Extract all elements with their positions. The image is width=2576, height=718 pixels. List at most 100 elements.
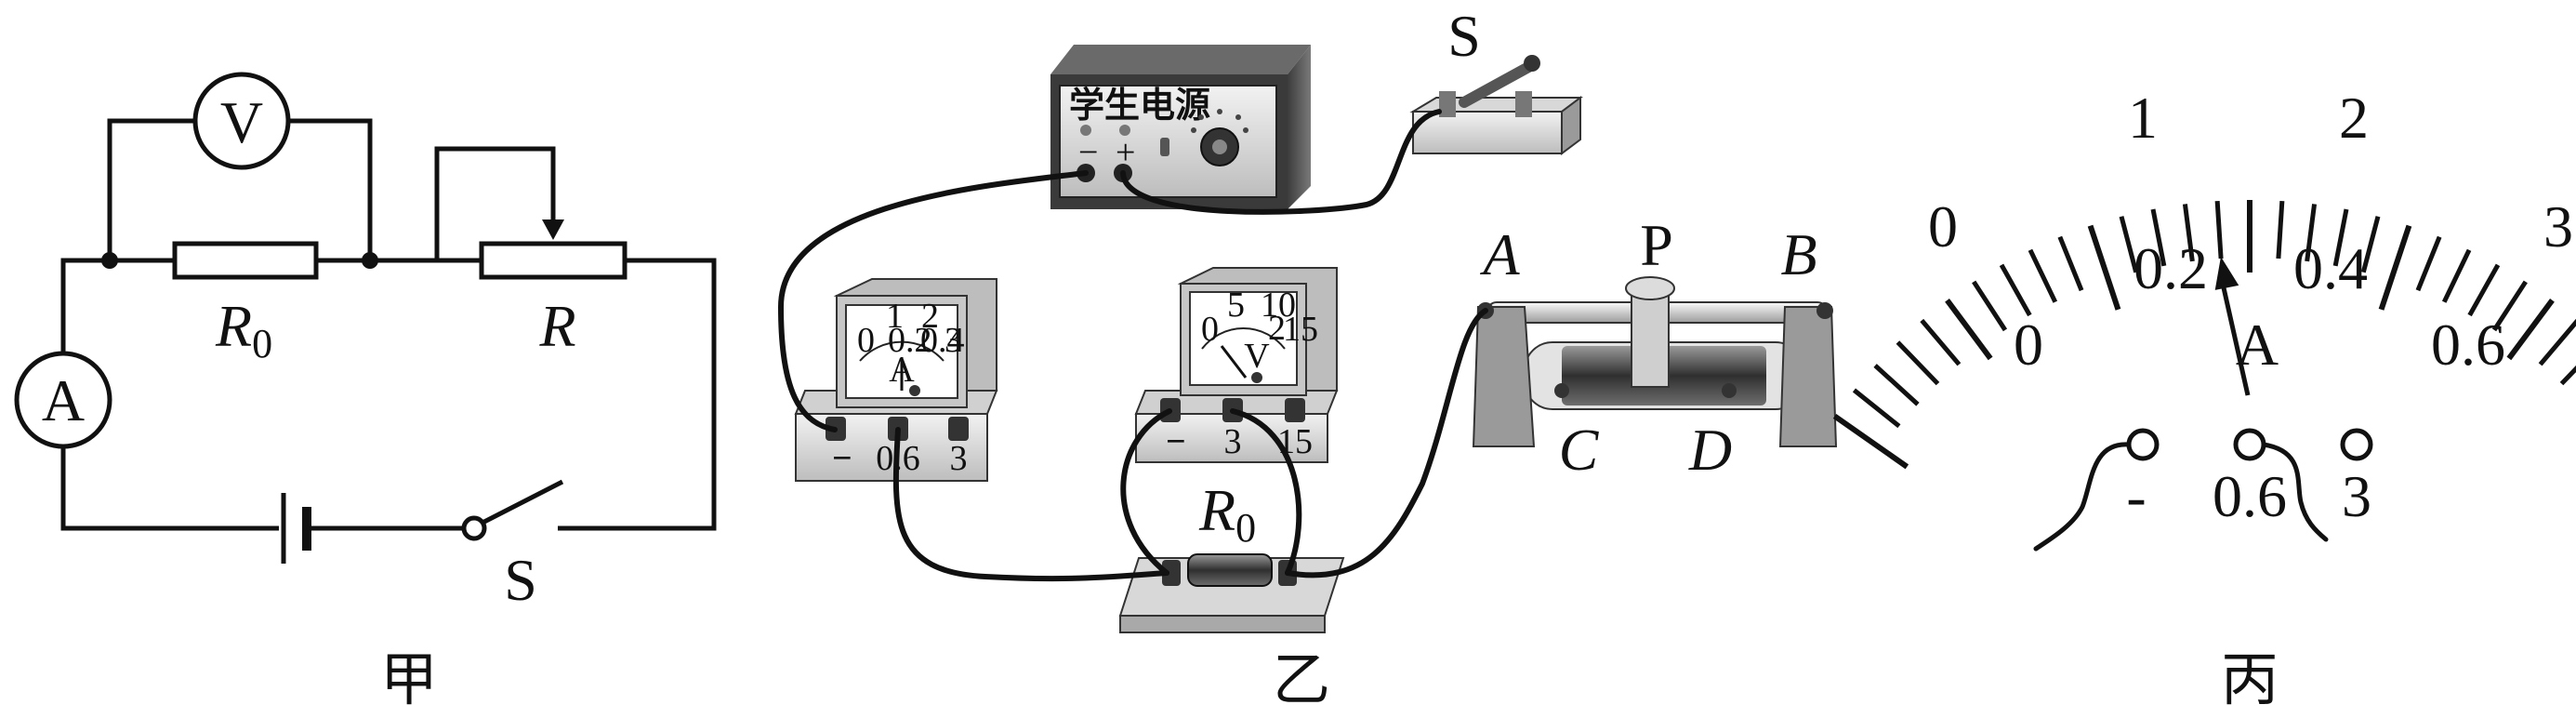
rheostat-terminal-c[interactable] (1554, 383, 1569, 398)
psu-minus-label: − (1078, 133, 1098, 172)
dial-bing: 0 1 2 3 0 0.2 0.4 0.6 A - 0.6 3 丙 (1832, 85, 2576, 712)
ammeter-terminal-3[interactable] (948, 417, 969, 441)
rheostat-terminal-d[interactable] (1722, 383, 1737, 398)
resistor-r0-symbol (172, 241, 319, 280)
cord-voltmeter-3-to-r0 (1230, 408, 1302, 576)
cord-r0-to-rheostat-a (1285, 308, 1488, 578)
voltmeter-device: V 0 5 10 15 2 − 3 15 (1134, 267, 1339, 463)
dial-tick (2305, 204, 2318, 262)
dial-tick (2057, 235, 2084, 292)
dial-tick (2378, 224, 2412, 311)
dial-tick (2360, 216, 2381, 273)
dial-bottom-label-0.4: 0.4 (2293, 235, 2368, 301)
svg-text:3: 3 (945, 321, 962, 360)
dial-tick (1896, 340, 1940, 386)
apparatus-yi: 学生电源 − + S (777, 3, 1838, 712)
dial-tick (2028, 248, 2058, 303)
cord-voltmeter-minus-to-r0 (1120, 408, 1172, 576)
rheostat-label-a: A (1479, 221, 1520, 287)
caption-bing: 丙 (2221, 649, 2279, 712)
rheostat-label-b: B (1780, 221, 1816, 287)
dial-top-label-3: 3 (2543, 193, 2573, 259)
dial-terminal-label-minus: - (2126, 463, 2146, 529)
dial-tick (1873, 364, 1920, 406)
rheostat-slider-arrow (542, 219, 564, 240)
rheostat-slider-p[interactable] (1625, 276, 1675, 300)
dial-tick (2467, 263, 2501, 317)
dial-tick (1832, 413, 1909, 470)
wire-right (558, 258, 717, 531)
voltmeter-terminal-label-minus: − (1166, 422, 1186, 461)
rheostat-terminal-b[interactable] (1816, 302, 1833, 319)
dial-terminal-3[interactable] (2340, 428, 2373, 461)
wire-top-left (60, 258, 110, 367)
dial-tick (2538, 318, 2576, 366)
svg-text:0: 0 (857, 321, 875, 360)
dial-tick (2214, 200, 2224, 259)
rheostat-label-c: C (1559, 417, 1600, 483)
switch-pivot (461, 515, 487, 541)
junction-left (101, 252, 118, 269)
rheostat-label-p: P (1640, 212, 1673, 278)
ammeter-terminal-label-minus: − (832, 439, 852, 478)
svg-text:15: 15 (1283, 310, 1318, 349)
dial-terminal-label-3: 3 (2342, 463, 2371, 529)
dial-tick (2150, 208, 2167, 267)
svg-text:2: 2 (921, 297, 939, 336)
rheostat-symbol (479, 241, 627, 280)
wire-voltmeter-left (107, 118, 195, 260)
dial-tick (2491, 280, 2528, 332)
svg-text:2: 2 (1268, 309, 1286, 348)
schematic-jia: V A R0 R S 甲 (14, 72, 717, 712)
voltmeter-symbol (192, 72, 291, 170)
svg-text:1: 1 (886, 297, 904, 336)
voltmeter-terminal-15[interactable] (1285, 398, 1305, 422)
power-supply-label: 学生电源 (1069, 85, 1210, 126)
voltmeter-label: V (220, 89, 263, 155)
dial-tick (2182, 204, 2195, 262)
svg-text:0.4: 0.4 (920, 321, 965, 360)
svg-text:5: 5 (1227, 286, 1245, 325)
dial-top-label-0: 0 (1928, 193, 1958, 259)
voltmeter-terminal-label-15: 15 (1277, 422, 1313, 461)
dial-scale-ticks (1832, 200, 2576, 470)
ammeter-label: A (42, 367, 85, 433)
dial-bottom-label-0: 0 (2014, 312, 2043, 378)
caption-yi: 乙 (1273, 649, 1330, 712)
svg-text:0: 0 (1201, 310, 1219, 349)
dial-tick (1945, 299, 1993, 361)
cord-psu-minus-to-ammeter (777, 170, 1089, 432)
dial-tick (2506, 299, 2555, 361)
dial-tick (2415, 235, 2442, 292)
dial-tick (2441, 248, 2472, 303)
dial-wire-minus (2033, 442, 2132, 552)
dial-tick (2119, 216, 2139, 273)
wire-bottom-left (60, 442, 279, 531)
dial-terminal-minus[interactable] (2126, 428, 2160, 461)
dial-terminal-label-0.6: 0.6 (2213, 463, 2287, 529)
dial-needle (2218, 274, 2251, 396)
cord-ammeter-to-r0 (892, 427, 1169, 582)
dial-top-label-1: 1 (2128, 85, 2158, 151)
junction-right (362, 252, 378, 269)
dial-wire-0.6 (2261, 442, 2329, 542)
voltmeter-device-unit: V (1244, 337, 1270, 376)
dial-tick (1972, 280, 2008, 332)
rheostat-label: R (538, 293, 575, 359)
wire-rheostat-bypass (434, 146, 556, 260)
dial-bottom-label-0.2: 0.2 (2133, 235, 2208, 301)
dial-bottom-label-0.6: 0.6 (2431, 312, 2505, 378)
switch-label-yi: S (1447, 3, 1481, 69)
dial-tick (2559, 365, 2576, 386)
knife-switch[interactable]: S (1409, 3, 1583, 155)
dial-terminal-0.6[interactable] (2233, 428, 2266, 461)
voltmeter-terminal-label-3: 3 (1224, 422, 1242, 461)
svg-text:0.2: 0.2 (888, 321, 932, 360)
resistor-r0-label: R0 (215, 293, 272, 366)
ammeter-symbol (14, 351, 112, 449)
psu-plus-label: + (1116, 133, 1135, 172)
r0-terminal-left[interactable] (1162, 560, 1181, 586)
dial-top-label-2: 2 (2339, 85, 2369, 151)
dial-tick (1852, 388, 1901, 429)
